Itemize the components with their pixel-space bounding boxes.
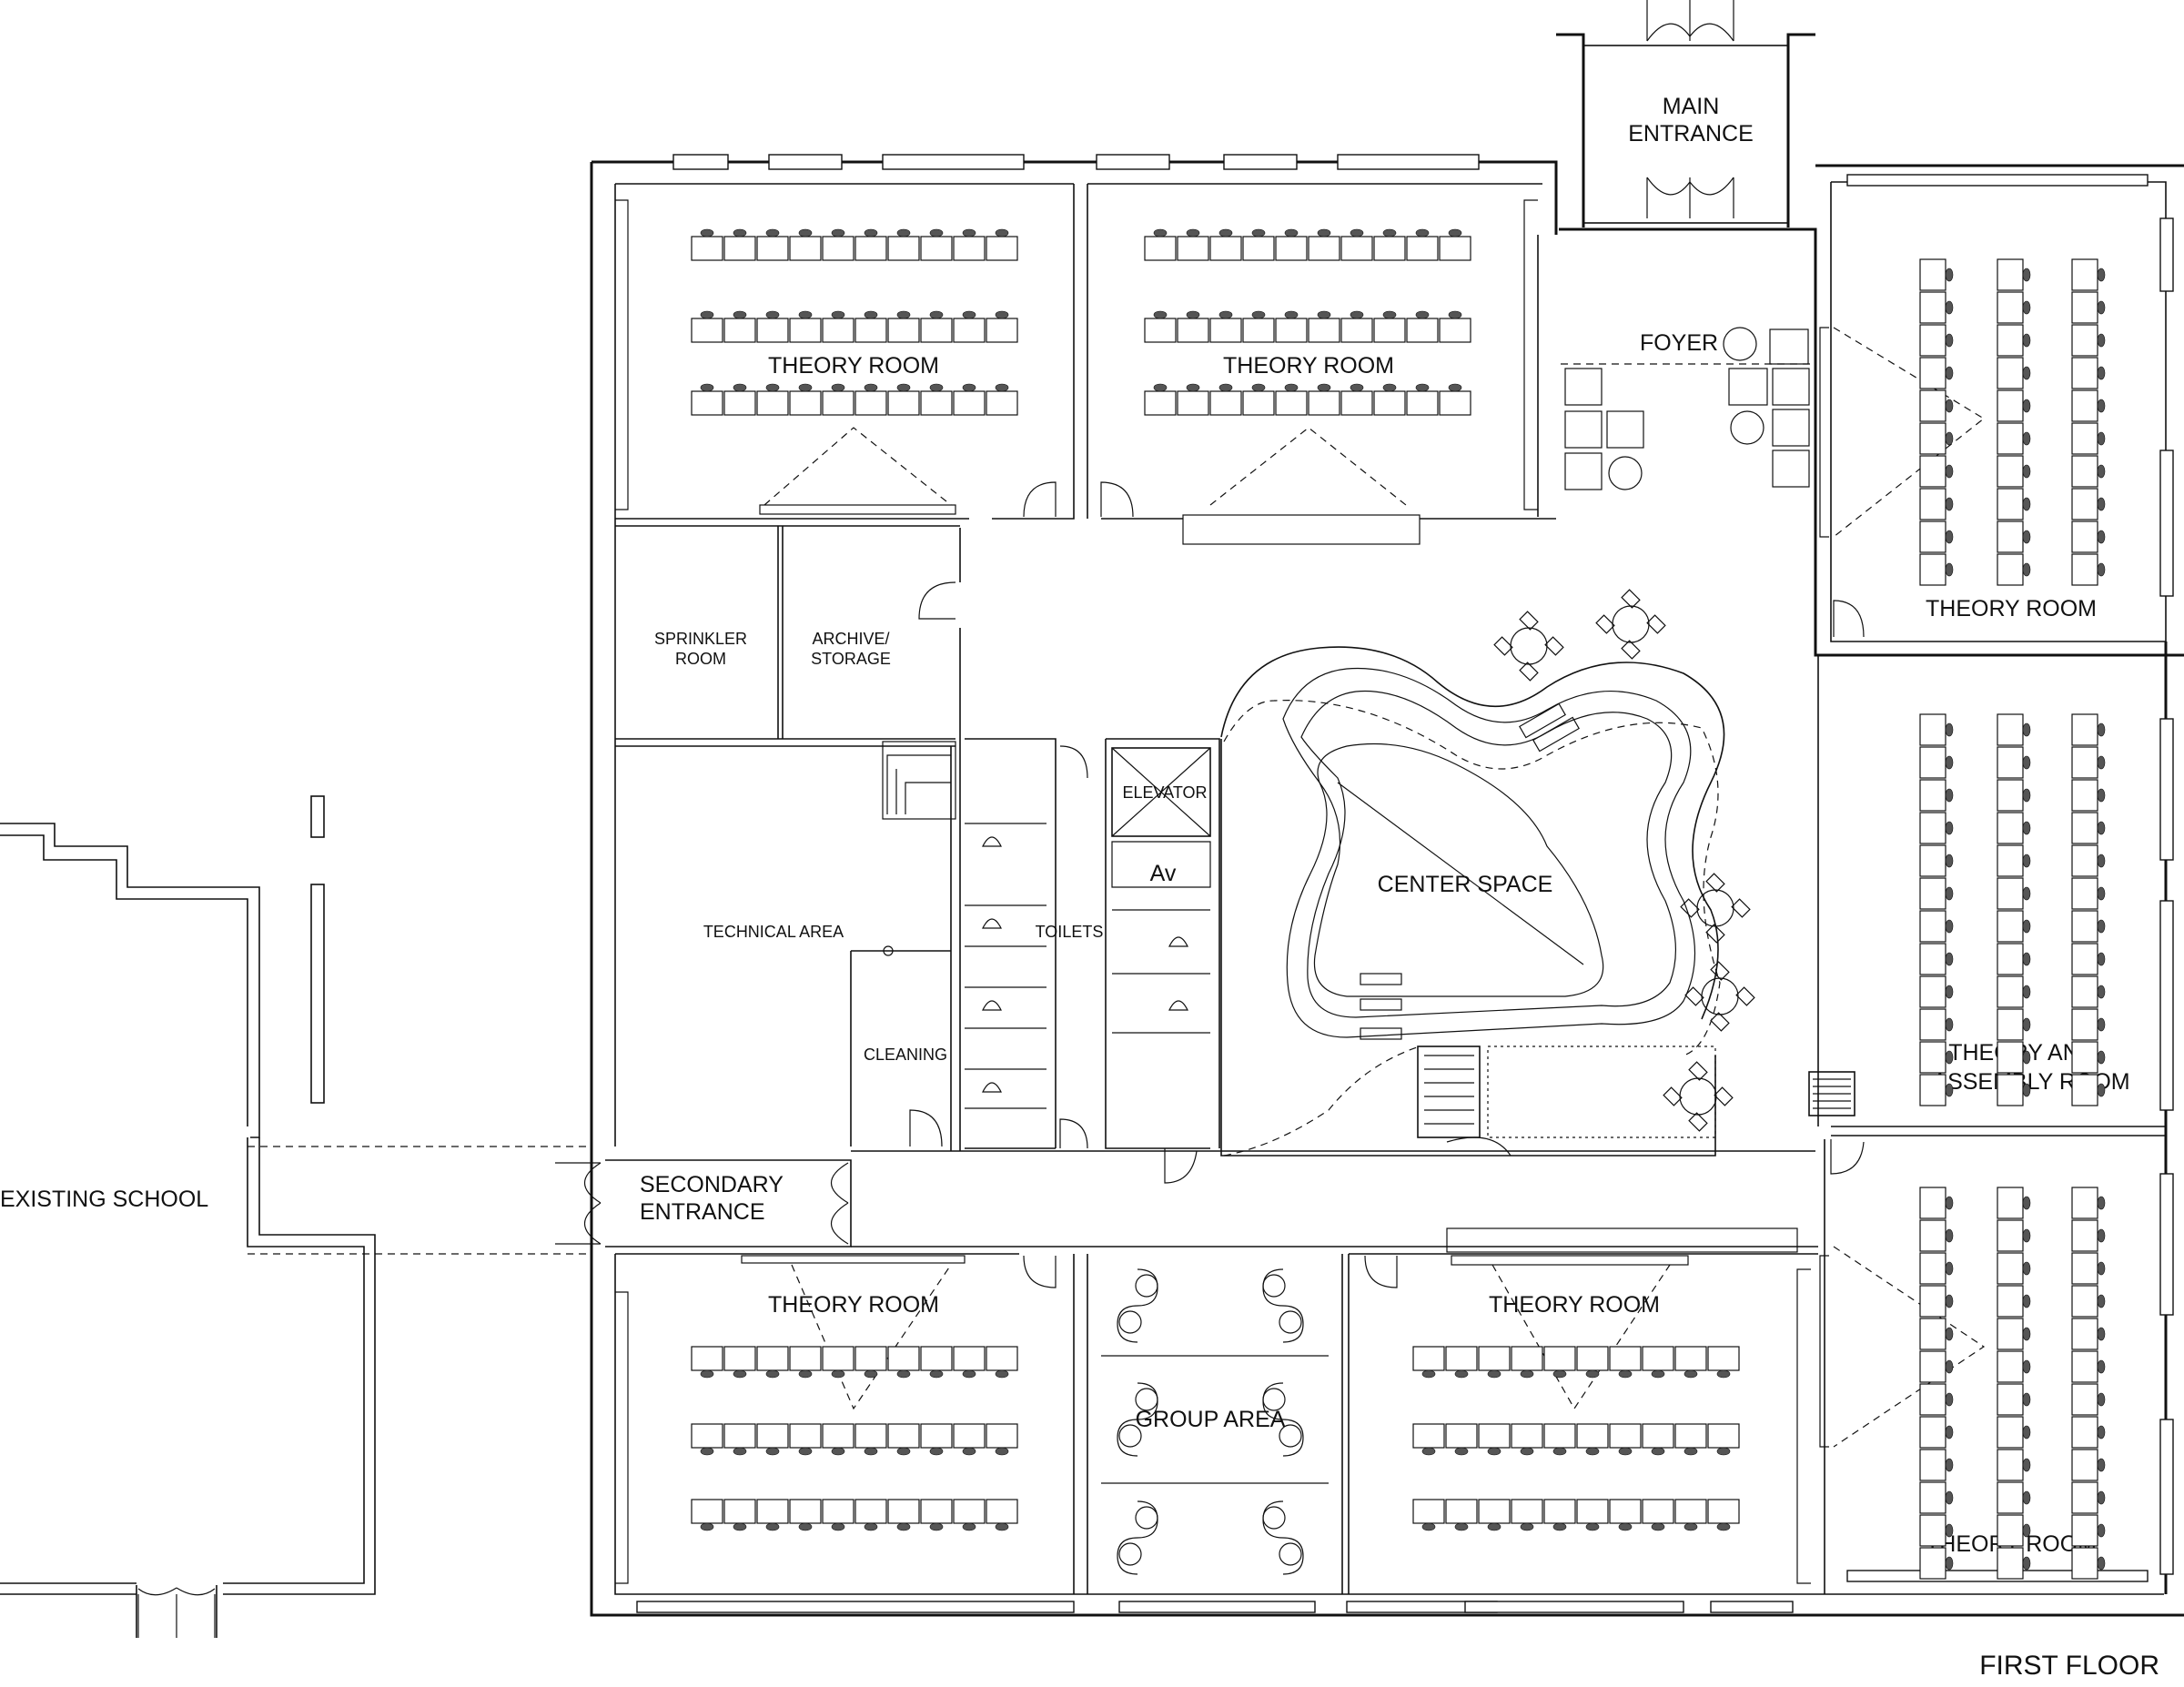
theory-room-label: THEORY ROOM xyxy=(1223,353,1394,379)
technical-area-label: TECHNICAL AREA xyxy=(703,923,844,941)
theory-room-top-middle: THEORY ROOM xyxy=(1087,184,1556,545)
group-area: GROUP AREA xyxy=(1087,1254,1350,1594)
foyer-label: FOYER xyxy=(1640,330,1718,356)
desk-row xyxy=(691,310,1018,343)
drawing-title: FIRST FLOOR xyxy=(1979,1651,2159,1681)
desk-row xyxy=(1412,1346,1740,1379)
desk-rows xyxy=(691,228,1740,1531)
theory-room-top-left: THEORY ROOM xyxy=(615,184,1075,520)
round-table xyxy=(1493,611,1564,682)
desk-row xyxy=(1144,228,1471,261)
group-seating xyxy=(1117,1268,1158,1343)
group-seating xyxy=(1262,1268,1304,1343)
desk-column xyxy=(1997,258,2031,586)
desk-column xyxy=(2071,713,2106,1106)
existing-school-label: EXISTING SCHOOL xyxy=(0,1187,208,1212)
desk-row xyxy=(1144,383,1471,416)
group-seating xyxy=(1117,1500,1158,1575)
round-table xyxy=(1680,873,1751,944)
main-entrance-block: MAIN ENTRANCE xyxy=(1556,0,1815,227)
theory-room-label: THEORY ROOM xyxy=(768,353,939,379)
secondary-entrance: SECONDARY ENTRANCE EXISTING SCHOOL xyxy=(0,1150,1818,1248)
theory-room-right-bottom: THEORY ROOM xyxy=(1819,1139,2097,1557)
round-table xyxy=(1663,1061,1734,1132)
secondary-entrance-label-1: SECONDARY xyxy=(640,1172,784,1197)
desk-column xyxy=(1919,258,1954,586)
desk-column xyxy=(1997,713,2031,1106)
toilets-label: TOILETS xyxy=(1036,923,1104,941)
round-tables xyxy=(1493,589,1755,1132)
desk-row xyxy=(691,383,1018,416)
link-corridor xyxy=(248,1146,592,1255)
cleaning-label: CLEANING xyxy=(864,1046,947,1064)
desk-column xyxy=(1919,1187,1954,1580)
group-seating xyxy=(1262,1382,1304,1457)
center-space-label: CENTER SPACE xyxy=(1378,872,1553,897)
archive-label-2: STORAGE xyxy=(811,650,891,668)
toilets-core: ELEVATOR Av TOILETS xyxy=(965,738,1220,1184)
existing-school-outline xyxy=(0,795,376,1638)
desk-row xyxy=(1412,1499,1740,1531)
windows-right xyxy=(2159,217,2174,1575)
theory-room-label: THEORY ROOM xyxy=(1926,596,2097,621)
secondary-entrance-label-2: ENTRANCE xyxy=(640,1199,765,1225)
main-entrance-label-1: MAIN xyxy=(1663,94,1720,119)
theory-room-bottom-left: THEORY ROOM xyxy=(615,1253,1075,1594)
theory-room-bottom-right: THEORY ROOM xyxy=(1349,1227,1818,1584)
desk-row xyxy=(1144,310,1471,343)
center-space: CENTER SPACE xyxy=(1220,646,1725,1157)
foyer: FOYER xyxy=(1561,327,1815,490)
desk-column xyxy=(1997,1187,2031,1580)
group-seating xyxy=(1117,1382,1158,1457)
theory-room-label: THEORY ROOM xyxy=(1489,1292,1660,1318)
main-entrance-label-2: ENTRANCE xyxy=(1628,121,1754,146)
theory-room-label: THEORY ROOM xyxy=(768,1292,939,1318)
desk-columns-right xyxy=(1919,258,2106,1580)
desk-row xyxy=(691,1346,1018,1379)
sprinkler-room-label-2: ROOM xyxy=(675,650,726,668)
archive-label-1: ARCHIVE/ xyxy=(812,630,889,648)
desk-row xyxy=(691,228,1018,261)
round-table xyxy=(1595,589,1666,660)
av-label: Av xyxy=(1150,861,1177,886)
desk-row xyxy=(691,1499,1018,1531)
theory-room-right-top: THEORY ROOM xyxy=(1819,327,2097,638)
desk-row xyxy=(1412,1423,1740,1456)
desk-column xyxy=(2071,1187,2106,1580)
group-seating xyxy=(1262,1500,1304,1575)
desk-row xyxy=(691,1423,1018,1456)
service-rooms: SPRINKLER ROOM ARCHIVE/ STORAGE TECHNICA… xyxy=(615,525,961,1151)
round-table xyxy=(1684,961,1755,1032)
sprinkler-room-label-1: SPRINKLER xyxy=(654,630,747,648)
desk-column xyxy=(2071,258,2106,586)
desk-column xyxy=(1919,713,1954,1106)
group-area-label: GROUP AREA xyxy=(1136,1407,1286,1432)
elevator-label: ELEVATOR xyxy=(1122,783,1207,802)
